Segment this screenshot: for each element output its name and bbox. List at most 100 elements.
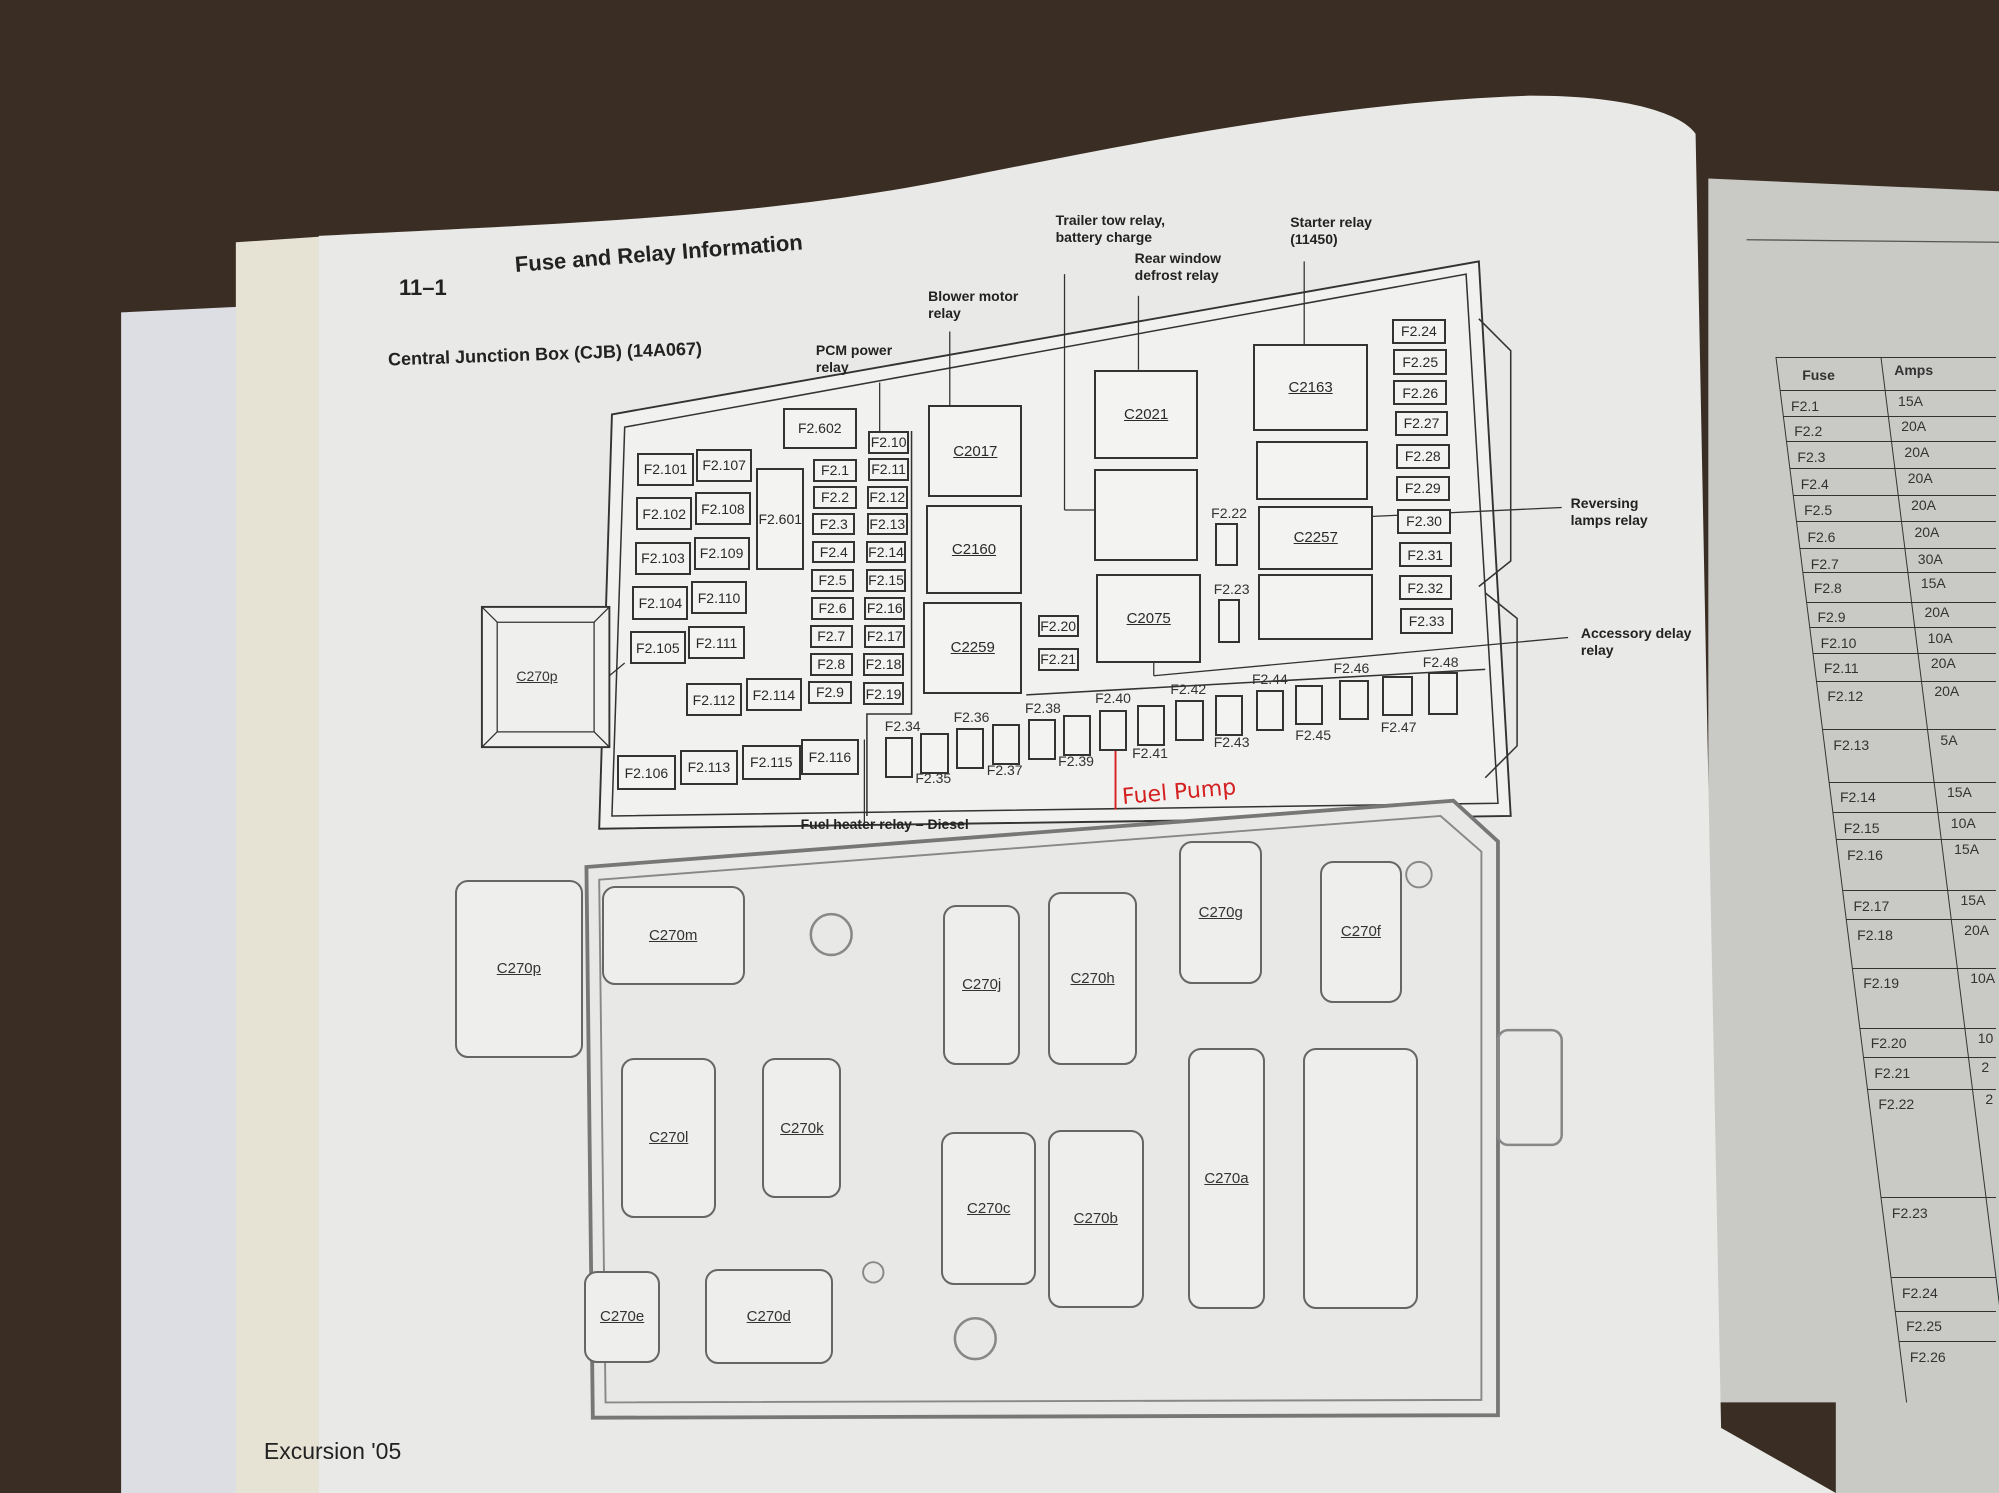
table-cell-amps: 10A [1927,629,1953,646]
rear-window-defrost-relay-label: Rear window defrost relay [1134,249,1222,283]
table-cell-fuse: F2.5 [1804,502,1833,519]
table-cell-amps: 10 [1977,1030,1994,1047]
table-cell-fuse: F2.10 [1820,634,1857,651]
table-rule [1880,1197,1996,1199]
fuse-f2-113: F2.113 [679,749,739,786]
right-page [1708,178,1999,1493]
fuse-f2-114: F2.114 [745,678,802,712]
table-cell-fuse: F2.25 [1906,1318,1942,1335]
table-rule [1832,812,1996,814]
table-cell-fuse: F2.26 [1909,1348,1946,1365]
table-cell-fuse: F2.9 [1817,609,1846,626]
table-header-fuse: Fuse [1802,367,1835,384]
fuse-f2-23-label: F2.23 [1213,581,1250,598]
table-cell-fuse: F2.1 [1791,397,1820,414]
fuse-f2-41-label: F2.41 [1132,744,1168,761]
fuse-f2-37 [991,724,1020,765]
blower-motor-relay-label: Blower motor relay [928,288,1019,322]
fuse-f2-37-label: F2.37 [986,762,1023,779]
fuse-f2-41 [1137,705,1166,746]
connector-c270d: C270d [705,1268,833,1365]
fuse-f2-33: F2.33 [1399,608,1454,634]
table-cell-amps: 15A [1946,784,1972,801]
fuse-f2-36-label: F2.36 [953,708,990,725]
housing-cavity [1302,1047,1418,1310]
fuse-f2-47-label: F2.47 [1380,719,1417,736]
trailer-tow-relay-label: Trailer tow relay, battery charge [1055,211,1166,245]
fuel-heater-relay-label: Fuel heater relay – Diesel [800,815,969,832]
connector-c270f: C270f [1319,860,1403,1004]
fuse-f2-602: F2.602 [782,407,857,449]
table-rule [1859,1027,1996,1029]
table-cell-fuse: F2.15 [1843,819,1880,836]
fuse-f2-38 [1027,719,1056,760]
table-cell-amps: 20A [1934,683,1960,700]
relay-c2257: C2257 [1258,506,1374,570]
fuse-f2-10: F2.10 [868,430,909,454]
fuse-f2-39-label: F2.39 [1058,753,1094,770]
table-cell-fuse: F2.19 [1863,975,1900,992]
table-rule [1789,467,1996,469]
connector-c270k: C270k [762,1058,842,1199]
fuse-f2-111: F2.111 [688,625,745,660]
table-rule [1799,548,1996,550]
fuse-f2-48-label: F2.48 [1422,654,1459,671]
fuse-f2-42 [1175,699,1204,741]
fuse-f2-115: F2.115 [741,744,801,781]
table-rule [1793,494,1996,496]
table-cell-fuse: F2.8 [1813,580,1842,597]
fuse-f2-48 [1427,671,1459,716]
table-cell-amps: 15A [1954,841,1980,858]
table-header-amps: Amps [1894,362,1934,379]
starter-relay-label: Starter relay (11450) [1290,214,1372,248]
table-cell-fuse: F2.22 [1878,1096,1915,1113]
fuse-f2-13: F2.13 [866,512,908,536]
fuse-f2-26: F2.26 [1393,379,1447,406]
relay-c2259: C2259 [923,601,1023,694]
fuse-f2-32: F2.32 [1398,574,1453,601]
table-cell-fuse: F2.11 [1823,660,1859,677]
table-cell-fuse: F2.4 [1800,475,1829,492]
fuse-f2-7: F2.7 [809,624,853,648]
fuse-f2-46 [1338,679,1370,721]
connector-c270p-top: C270p [516,668,558,685]
table-cell-fuse: F2.14 [1839,789,1876,806]
connector-c270p: C270p [455,879,583,1059]
connector-c270c: C270c [940,1132,1037,1286]
fuse-f2-1: F2.1 [813,458,857,482]
table-rule [1829,781,1996,783]
fuse-f2-110: F2.110 [690,581,748,615]
fuse-f2-45 [1295,684,1324,726]
table-cell-amps: 15A [1898,392,1923,409]
fuse-f2-8: F2.8 [809,652,853,676]
accessory-delay-relay-label: Accessory delay relay [1580,624,1692,658]
fuse-f2-16: F2.16 [864,596,906,620]
fuse-f2-601: F2.601 [756,467,805,570]
fuse-f2-22-label: F2.22 [1211,504,1247,521]
relay-c2160: C2160 [925,504,1023,595]
table-rule [1812,652,1996,654]
table-rule [1890,1277,1996,1279]
connector-c270a: C270a [1188,1047,1265,1310]
table-rule [1783,415,1996,417]
fuse-f2-4: F2.4 [812,540,856,564]
connector-c270g: C270g [1179,841,1263,985]
relay-c2163: C2163 [1253,344,1368,431]
table-cell-amps: 20A [1901,418,1927,435]
table-cell-fuse: F2.18 [1857,926,1893,943]
pcm-power-relay-label: PCM power relay [815,341,893,375]
fuse-f2-19: F2.19 [863,682,904,705]
table-rule [1846,919,1996,921]
fuse-f2-34 [884,736,913,778]
fuse-f2-23 [1217,599,1241,643]
section-number: 11–1 [399,275,447,301]
fuse-f2-47 [1381,675,1413,717]
fuse-f2-14: F2.14 [865,540,907,564]
table-cell-amps: 2 [1981,1059,1990,1076]
table-cell-amps: 10A [1950,814,1976,831]
fuse-f2-105: F2.105 [629,631,686,665]
fuse-f2-39 [1063,715,1092,756]
fuse-f2-15: F2.15 [865,568,907,592]
connector-c270b: C270b [1047,1129,1144,1309]
fuse-f2-107: F2.107 [696,448,753,482]
